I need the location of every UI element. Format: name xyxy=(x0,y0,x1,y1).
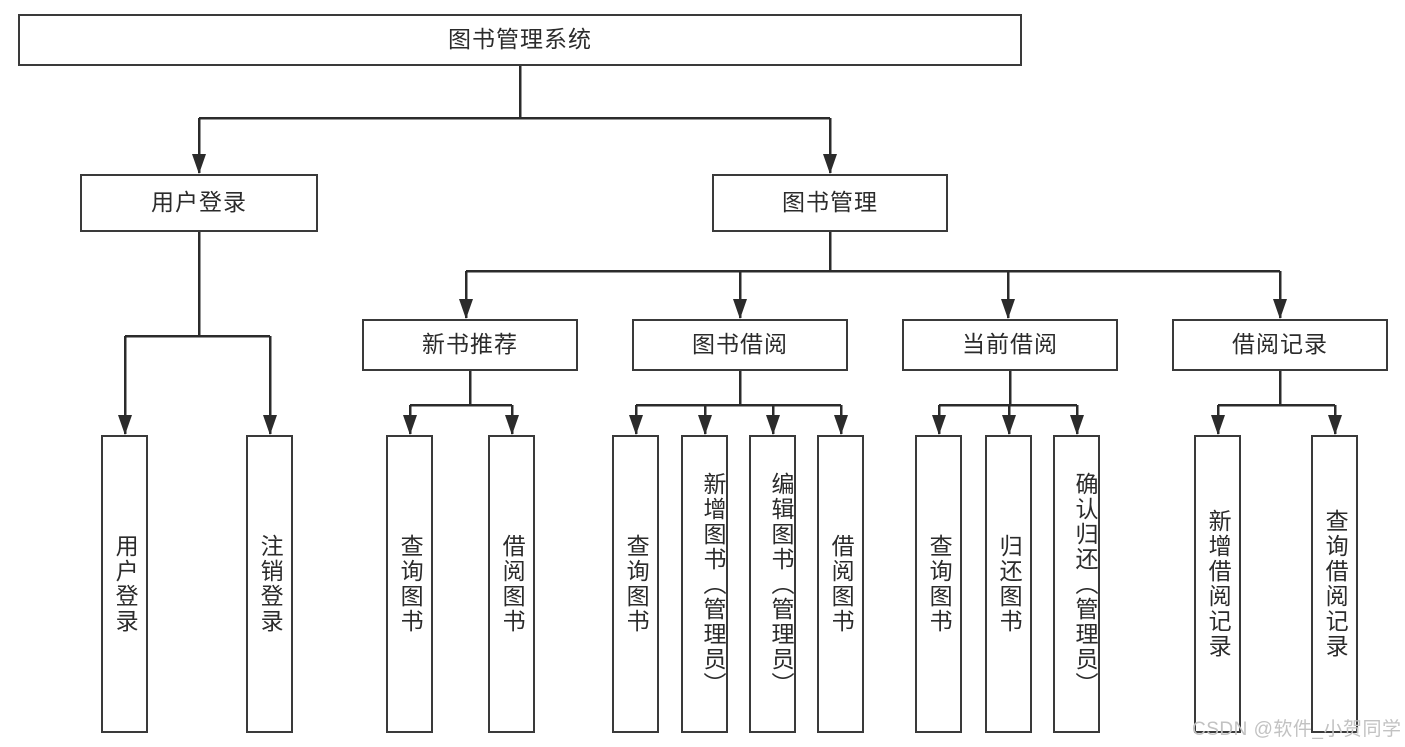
node-label: 查询图书 xyxy=(397,534,424,634)
node-leaf-add-book-admin[interactable]: 新增图书（管理员） xyxy=(681,435,728,733)
node-current-borrow[interactable]: 当前借阅 xyxy=(902,319,1118,371)
connector-arrowhead-leaf-add-borrow-record xyxy=(1211,415,1225,435)
connector-arrowhead-user-login xyxy=(192,154,206,174)
node-label: 归还图书 xyxy=(996,534,1023,634)
node-label: 注销登录 xyxy=(257,534,284,634)
connector-arrowhead-leaf-query-book-3 xyxy=(932,415,946,435)
node-leaf-query-book-1[interactable]: 查询图书 xyxy=(386,435,433,733)
node-label: 确认归还（管理员） xyxy=(1072,471,1098,697)
connector-arrowhead-leaf-query-book-1 xyxy=(403,415,417,435)
node-label: 查询图书 xyxy=(926,534,953,634)
node-label: 借阅记录 xyxy=(1232,331,1328,358)
node-label: 新增图书（管理员） xyxy=(700,471,726,697)
node-leaf-add-borrow-record[interactable]: 新增借阅记录 xyxy=(1194,435,1241,733)
connector-arrowhead-new-book-rec xyxy=(459,299,473,319)
connector-arrowhead-leaf-add-book-admin xyxy=(698,415,712,435)
node-leaf-query-book-3[interactable]: 查询图书 xyxy=(915,435,962,733)
connector-arrowhead-leaf-borrow-book-1 xyxy=(505,415,519,435)
node-leaf-query-borrow-record[interactable]: 查询借阅记录 xyxy=(1311,435,1358,733)
node-label: 编辑图书（管理员） xyxy=(768,471,794,697)
node-label: 用户登录 xyxy=(112,534,139,634)
node-label: 查询图书 xyxy=(623,534,650,634)
node-label: 用户登录 xyxy=(151,189,247,216)
connector-arrowhead-leaf-edit-book-admin xyxy=(766,415,780,435)
node-user-login[interactable]: 用户登录 xyxy=(80,174,318,232)
node-label: 当前借阅 xyxy=(962,331,1058,358)
node-root[interactable]: 图书管理系统 xyxy=(18,14,1022,66)
connector-arrowhead-leaf-return-book xyxy=(1002,415,1016,435)
node-label: 借阅图书 xyxy=(499,534,526,634)
node-leaf-borrow-book-1[interactable]: 借阅图书 xyxy=(488,435,535,733)
node-label: 新书推荐 xyxy=(422,331,518,358)
connector-arrowhead-leaf-query-borrow-record xyxy=(1328,415,1342,435)
node-leaf-borrow-book-2[interactable]: 借阅图书 xyxy=(817,435,864,733)
connector-arrowhead-leaf-query-book-2 xyxy=(629,415,643,435)
node-label: 图书管理 xyxy=(782,189,878,216)
connector-arrowhead-leaf-borrow-book-2 xyxy=(834,415,848,435)
node-leaf-logout[interactable]: 注销登录 xyxy=(246,435,293,733)
node-book-manage[interactable]: 图书管理 xyxy=(712,174,948,232)
connector-arrowhead-leaf-confirm-return-admin xyxy=(1070,415,1084,435)
node-label: 借阅图书 xyxy=(828,534,855,634)
csdn-watermark: CSDN @软件_小贺同学 xyxy=(1192,719,1402,740)
node-leaf-edit-book-admin[interactable]: 编辑图书（管理员） xyxy=(749,435,796,733)
node-book-borrow[interactable]: 图书借阅 xyxy=(632,319,848,371)
connector-arrowhead-book-borrow xyxy=(733,299,747,319)
node-new-book-rec[interactable]: 新书推荐 xyxy=(362,319,578,371)
node-label: 图书管理系统 xyxy=(448,26,592,53)
node-label: 图书借阅 xyxy=(692,331,788,358)
node-leaf-return-book[interactable]: 归还图书 xyxy=(985,435,1032,733)
connector-arrowhead-leaf-user-login xyxy=(118,415,132,435)
connector-arrowhead-leaf-logout xyxy=(263,415,277,435)
connector-arrowhead-book-manage xyxy=(823,154,837,174)
node-label: 查询借阅记录 xyxy=(1322,509,1349,659)
node-borrow-record[interactable]: 借阅记录 xyxy=(1172,319,1388,371)
node-label: 新增借阅记录 xyxy=(1205,509,1232,659)
node-leaf-confirm-return-admin[interactable]: 确认归还（管理员） xyxy=(1053,435,1100,733)
node-leaf-user-login[interactable]: 用户登录 xyxy=(101,435,148,733)
node-leaf-query-book-2[interactable]: 查询图书 xyxy=(612,435,659,733)
connector-arrowhead-borrow-record xyxy=(1273,299,1287,319)
connector-arrowhead-current-borrow xyxy=(1001,299,1015,319)
